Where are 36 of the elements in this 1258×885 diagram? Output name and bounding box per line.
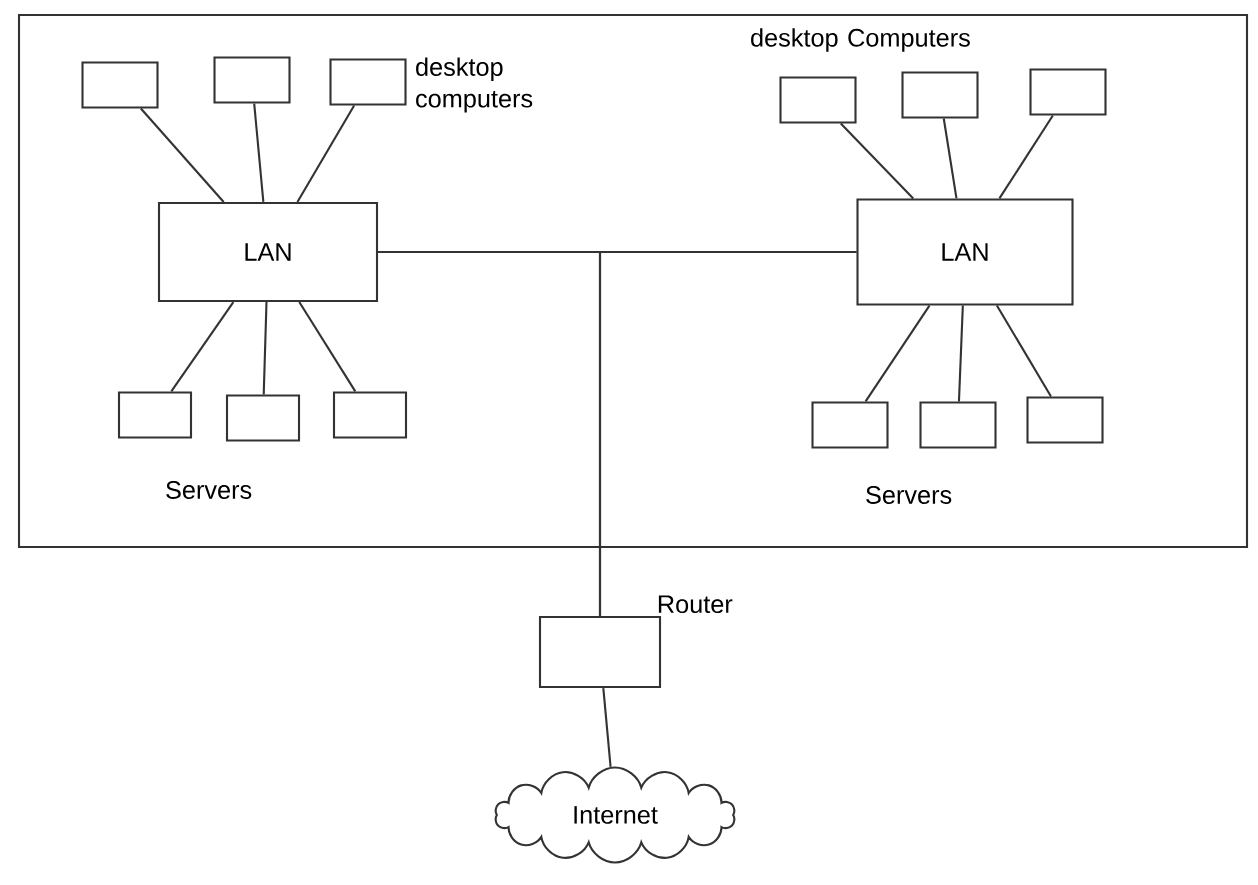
connector-line xyxy=(998,114,1054,199)
server-box xyxy=(225,394,301,442)
connector-line xyxy=(262,302,268,395)
connector-line xyxy=(942,118,958,199)
router-box: Router xyxy=(538,595,733,689)
connector-line xyxy=(296,105,356,203)
device-label: Servers xyxy=(166,481,252,499)
connector-line xyxy=(140,107,225,203)
server-box xyxy=(811,401,889,449)
connector-line xyxy=(957,305,964,402)
connector-line xyxy=(602,687,612,767)
node-label: Router xyxy=(658,595,733,614)
device-label: desktop Computers xyxy=(751,28,970,52)
network-frame xyxy=(17,13,1249,549)
connector-line xyxy=(864,304,931,402)
connector-line xyxy=(170,301,235,393)
desktop-computer-box xyxy=(329,58,407,106)
device-label: desktop computers xyxy=(416,57,533,113)
device-label: Servers xyxy=(866,486,952,504)
server-box xyxy=(332,391,408,439)
connector-line xyxy=(598,250,857,616)
lan-box: LAN xyxy=(157,201,379,303)
connector-line xyxy=(995,305,1052,397)
connector-line xyxy=(840,122,914,200)
desktop-computer-box xyxy=(213,56,291,104)
desktop-computer-box xyxy=(1029,68,1107,116)
connector-line xyxy=(253,103,265,203)
lan-box: LAN xyxy=(856,198,1074,306)
desktop-computer-box xyxy=(901,71,979,119)
server-box xyxy=(117,391,193,439)
server-box xyxy=(919,401,997,449)
desktop-computer-box xyxy=(779,76,857,124)
internet-cloud: Internet xyxy=(494,766,736,864)
server-box xyxy=(1026,396,1104,444)
desktop-computer-box xyxy=(81,61,159,109)
connector-line xyxy=(298,301,357,392)
